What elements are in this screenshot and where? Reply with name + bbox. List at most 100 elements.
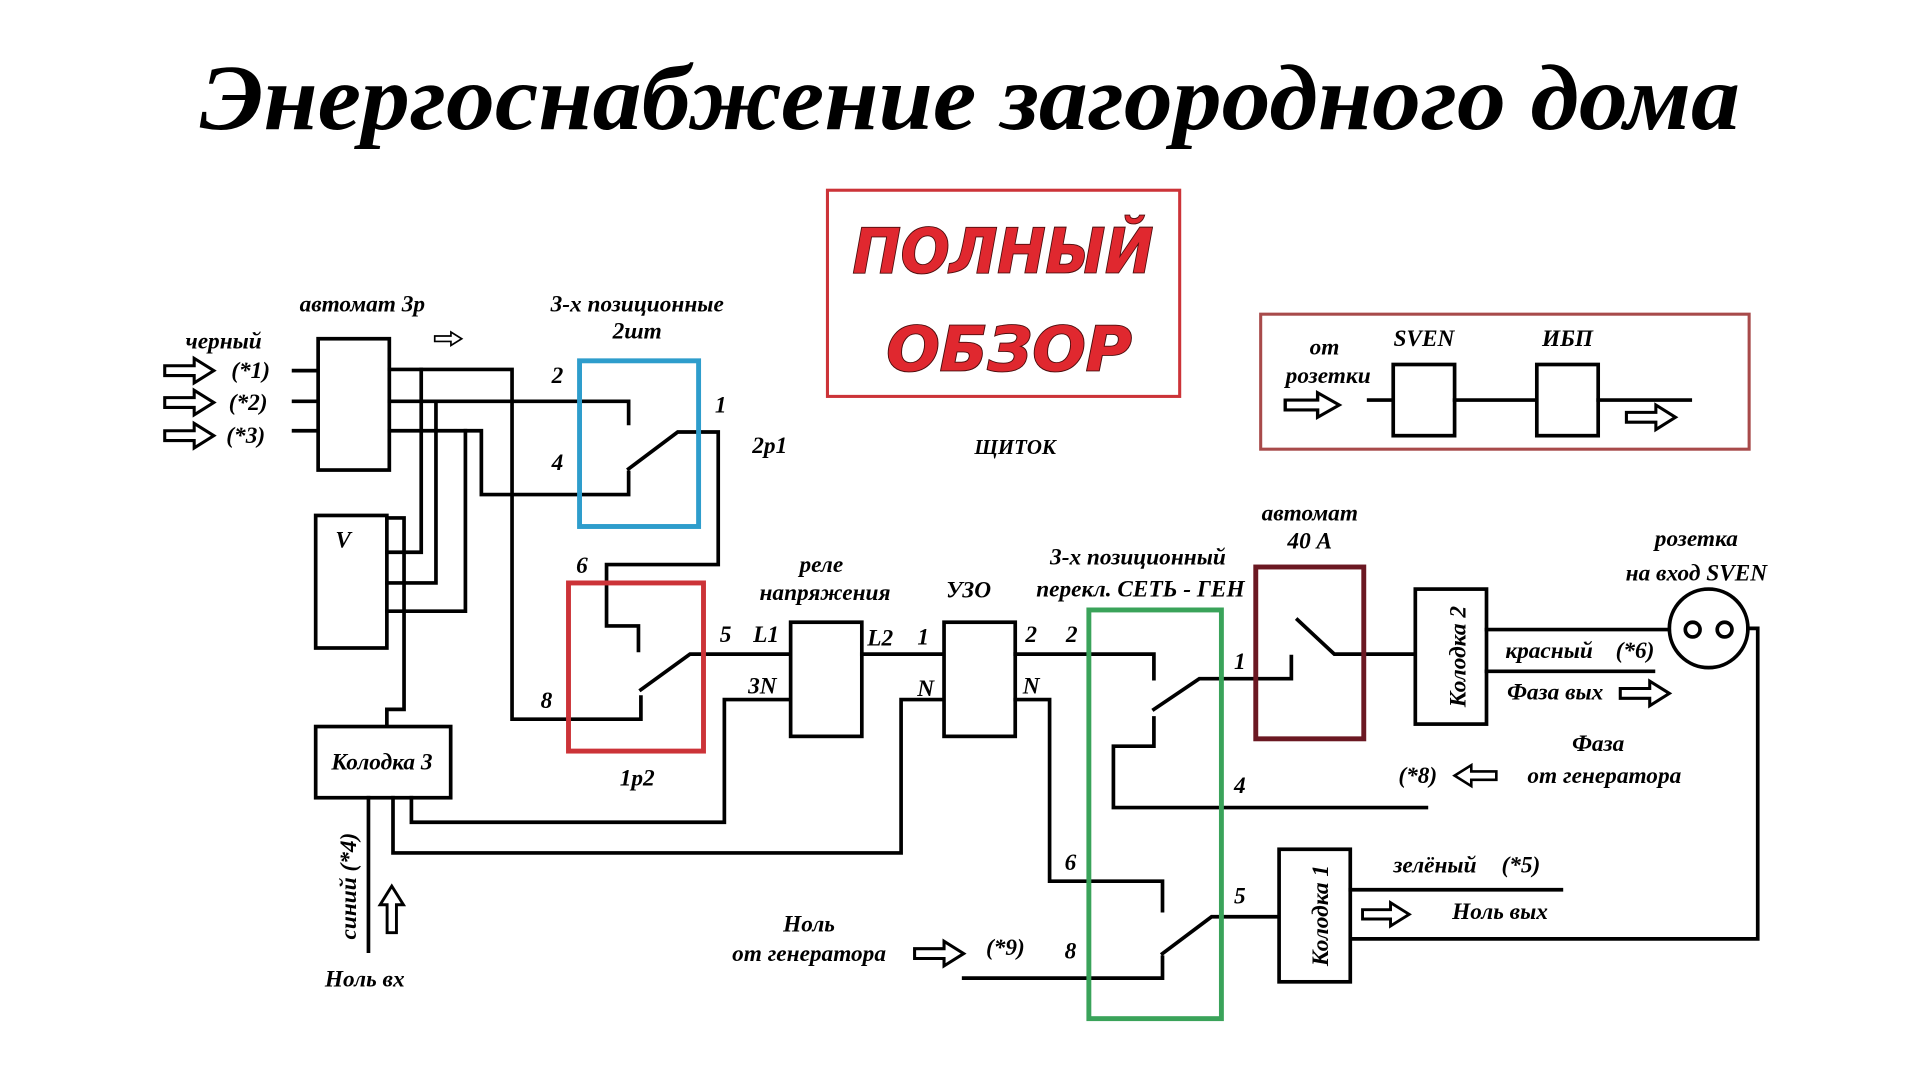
phase-2-ref: (*2): [229, 390, 268, 416]
generator-neutral: Ноль от генератора (*9): [732, 911, 1025, 968]
panel-label: ЩИТОК: [973, 435, 1058, 459]
ups-chain: от розетки SVEN ИБП: [1259, 312, 1751, 451]
breaker-40a-label-1: автомат: [1262, 500, 1358, 526]
transfer-switch-frame: [1086, 607, 1224, 1022]
ups-box: [1534, 362, 1601, 438]
relay-label-2: напряжения: [760, 580, 891, 606]
wire-gen-phase: [1111, 716, 1429, 810]
red-wire-ref: (*6): [1616, 638, 1655, 664]
sw2-contact-8: 8: [541, 688, 553, 714]
socket-label-1: розетка: [1653, 526, 1738, 552]
socket-hole-left: [1683, 620, 1702, 639]
rcd-box: [942, 620, 1018, 739]
phase-1-ref: (*1): [231, 358, 270, 384]
neutral-in-label: Ноль вх: [324, 967, 405, 993]
wire-voltmeter-b: [385, 399, 438, 585]
relay-l1: L1: [752, 622, 779, 648]
block-2-section: Колодка 2 красный (*6) Фаза вых розетка …: [1348, 526, 1769, 941]
sw1-blade: [604, 430, 721, 653]
review-badge: ПОЛНЫЙ ОБЗОР: [825, 188, 1182, 398]
transfer-contact-1: 1: [1234, 649, 1246, 675]
page-title: Энергоснабжение загородного дома: [200, 47, 1740, 150]
switch-pair-title-2: 2шт: [612, 319, 662, 345]
red-wire-label: красный: [1505, 638, 1593, 664]
gen-neutral-label-2: от генератора: [732, 941, 886, 967]
transfer-contact-4: 4: [1233, 773, 1246, 799]
breaker-40a-frame: [1253, 564, 1367, 742]
wire-phase-to-sw2-contact-8: [387, 367, 643, 722]
gen-neutral-arrow-icon: [913, 939, 966, 968]
input-wire-color: черный: [185, 329, 261, 355]
transfer-contact-2: 2: [1065, 622, 1078, 648]
wire-phase-to-sw1-contact-4: [387, 428, 631, 497]
relay-box: [788, 620, 864, 739]
switch-2-frame: [566, 580, 706, 754]
transfer-label-1: 3-х позиционный: [1049, 545, 1226, 571]
neutral-out-arrow-icon: [1361, 901, 1411, 928]
voltmeter-label: V: [335, 527, 353, 553]
transfer-contact-5: 5: [1234, 883, 1246, 909]
rcd-label: УЗО: [946, 578, 991, 604]
block-1-label: Колодка 1: [1308, 865, 1334, 967]
wire-neutral-to-relay: [409, 697, 793, 825]
neutral-out-label: Ноль вых: [1451, 899, 1548, 925]
neutral-in-arrow-icon: [378, 884, 405, 935]
transfer-contact-6: 6: [1065, 850, 1077, 876]
sven-box: [1391, 362, 1457, 438]
badge-frame: [825, 188, 1182, 398]
transfer-lower-blade: [1159, 914, 1281, 957]
wire-rcd-l-to-transfer: [1013, 652, 1156, 681]
phase-out-label: Фаза вых: [1507, 680, 1604, 706]
breaker-40a: автомат 40 А: [1253, 500, 1418, 742]
rcd-in-l: 1: [917, 624, 929, 650]
ups-from-label-1: от: [1310, 335, 1340, 361]
voltage-relay: реле напряжения L1 L2 3N: [747, 552, 946, 739]
rcd-out-n: N: [1022, 673, 1041, 699]
wire-phase-to-sw1-contact-2: [387, 399, 631, 426]
switch-pair: 3-х позиционные 2шт 2 4 1 2р1 6 8 5 1р2: [387, 292, 793, 791]
transfer-label-2: перекл. СЕТЬ - ГЕН: [1036, 576, 1245, 602]
input-section: автомат 3р черный (*1) (*2) (*3) V Колод…: [163, 292, 946, 993]
gen-neutral-ref: (*9): [986, 935, 1025, 961]
socket-hole-right: [1715, 620, 1734, 639]
relay-label-1: реле: [797, 552, 843, 578]
breaker-40a-blade: [1294, 617, 1418, 656]
ups-chain-frame: [1259, 312, 1751, 451]
switch-1-frame: [577, 358, 702, 529]
wire-socket-to-neutral: [1348, 626, 1760, 941]
switch-pair-title-1: 3-х позиционные: [550, 292, 724, 318]
block-1-section: Колодка 1 зелёный (*5) Ноль вых: [1277, 847, 1564, 984]
rcd-out-l: 2: [1024, 622, 1037, 648]
transfer-contact-8: 8: [1065, 938, 1077, 964]
sw1-contact-2: 2: [551, 363, 564, 389]
sw2-contact-5: 5: [720, 622, 732, 648]
block-2-label: Колодка 2: [1446, 606, 1472, 709]
badge-line-2: ОБЗОР: [886, 315, 1131, 386]
wire-voltmeter-neutral: [385, 516, 406, 729]
sw1-name: 2р1: [751, 433, 787, 459]
phase-1-arrow-icon: [163, 356, 216, 385]
wire-voltmeter-c: [385, 428, 468, 614]
breaker-40a-label-2: 40 А: [1286, 529, 1332, 555]
gen-neutral-label-1: Ноль: [782, 911, 835, 937]
phase-3-ref: (*3): [226, 423, 265, 449]
gen-phase-arrow-icon: [1453, 763, 1498, 788]
relay-n: 3N: [747, 673, 778, 699]
breaker-3p-box: [316, 336, 392, 472]
green-wire-label: зелёный: [1392, 853, 1476, 879]
block-1: [1277, 847, 1353, 984]
sw1-contact-1: 1: [715, 392, 727, 418]
sw2-contact-6: 6: [576, 553, 588, 579]
wire-gen-neutral: [961, 955, 1165, 980]
wire-rcd-n-to-transfer: [1013, 697, 1165, 913]
wire-neutral-to-rcd: [391, 697, 946, 855]
gen-phase-label-2: от генератора: [1527, 763, 1681, 789]
block-2: [1413, 587, 1489, 726]
phase-3-arrow-icon: [163, 421, 216, 450]
rcd-in-n: N: [916, 676, 935, 702]
transfer-upper-blade: [1151, 654, 1294, 712]
generator-phase: (*8) Фаза от генератора: [1398, 731, 1681, 789]
voltmeter-box: [313, 513, 389, 650]
socket-label-2: на вход SVEN: [1626, 561, 1769, 587]
